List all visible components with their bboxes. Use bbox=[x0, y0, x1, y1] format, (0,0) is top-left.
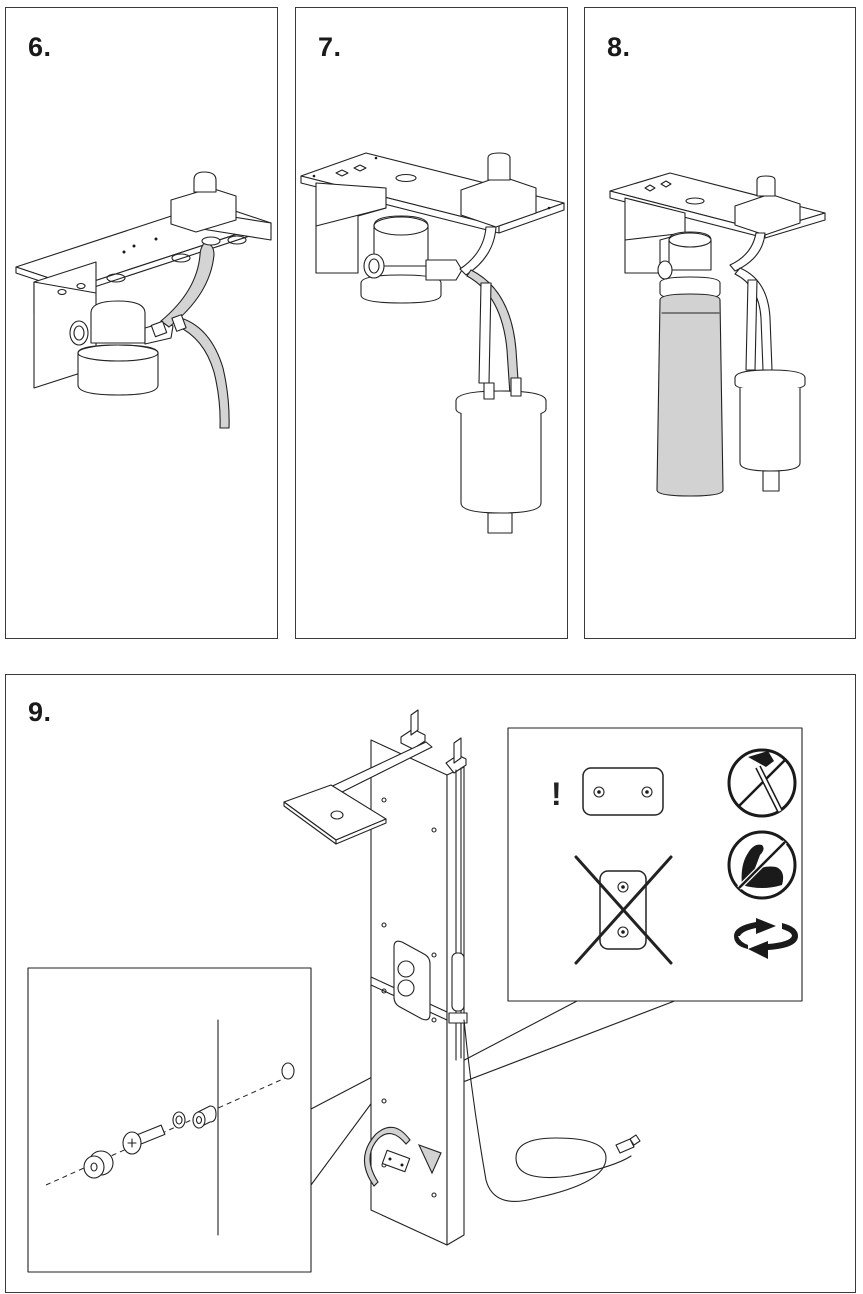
step-6-number: 6. bbox=[28, 32, 52, 62]
second-filter-canister bbox=[455, 377, 547, 534]
filter-housing bbox=[360, 215, 463, 304]
rotate-arrows-icon bbox=[734, 918, 798, 959]
step-8-panel: 8. bbox=[584, 7, 856, 639]
step-8-illustration bbox=[609, 172, 826, 497]
second-filter-canister bbox=[734, 369, 806, 492]
step-7-illustration bbox=[300, 152, 565, 534]
thermostat-controls bbox=[393, 940, 431, 1021]
step-9-illustration: ! bbox=[27, 709, 803, 1273]
cap-part bbox=[83, 1150, 114, 1179]
step-7-number: 7. bbox=[318, 32, 342, 62]
rotation-arrow bbox=[363, 1126, 442, 1187]
washer-part bbox=[172, 1111, 186, 1129]
step-9-panel: 9. bbox=[5, 674, 856, 1293]
step-8-number: 8. bbox=[607, 32, 631, 62]
shower-head bbox=[283, 741, 433, 845]
mounting-bracket bbox=[15, 171, 272, 389]
warning-icon: ! bbox=[551, 776, 562, 812]
screw-detail-callout bbox=[27, 967, 312, 1273]
no-pipe-wrench-icon bbox=[727, 748, 797, 818]
hoses bbox=[150, 236, 230, 429]
filter-housing bbox=[69, 300, 174, 396]
filter-housing bbox=[657, 231, 721, 300]
shower-panel bbox=[370, 709, 468, 1246]
correct-bracket-icon bbox=[582, 767, 664, 816]
wall-bracket bbox=[381, 1149, 411, 1173]
wall-hole bbox=[281, 1062, 295, 1080]
step-9-number: 9. bbox=[28, 697, 52, 727]
mounting-bracket bbox=[300, 152, 565, 274]
mounting-bracket bbox=[609, 172, 826, 274]
filter-cartridge bbox=[656, 293, 724, 497]
step-6-panel: 6. bbox=[5, 7, 278, 639]
no-force-icon bbox=[727, 830, 797, 900]
step-6-illustration bbox=[15, 171, 272, 429]
hoses bbox=[729, 232, 773, 371]
screw-part bbox=[122, 1124, 166, 1155]
spacer-part bbox=[192, 1105, 217, 1129]
incorrect-bracket-icon bbox=[574, 855, 673, 965]
step-7-panel: 7. bbox=[295, 7, 568, 639]
bracket-callout: ! bbox=[507, 727, 803, 1002]
power-cord bbox=[463, 1019, 641, 1202]
